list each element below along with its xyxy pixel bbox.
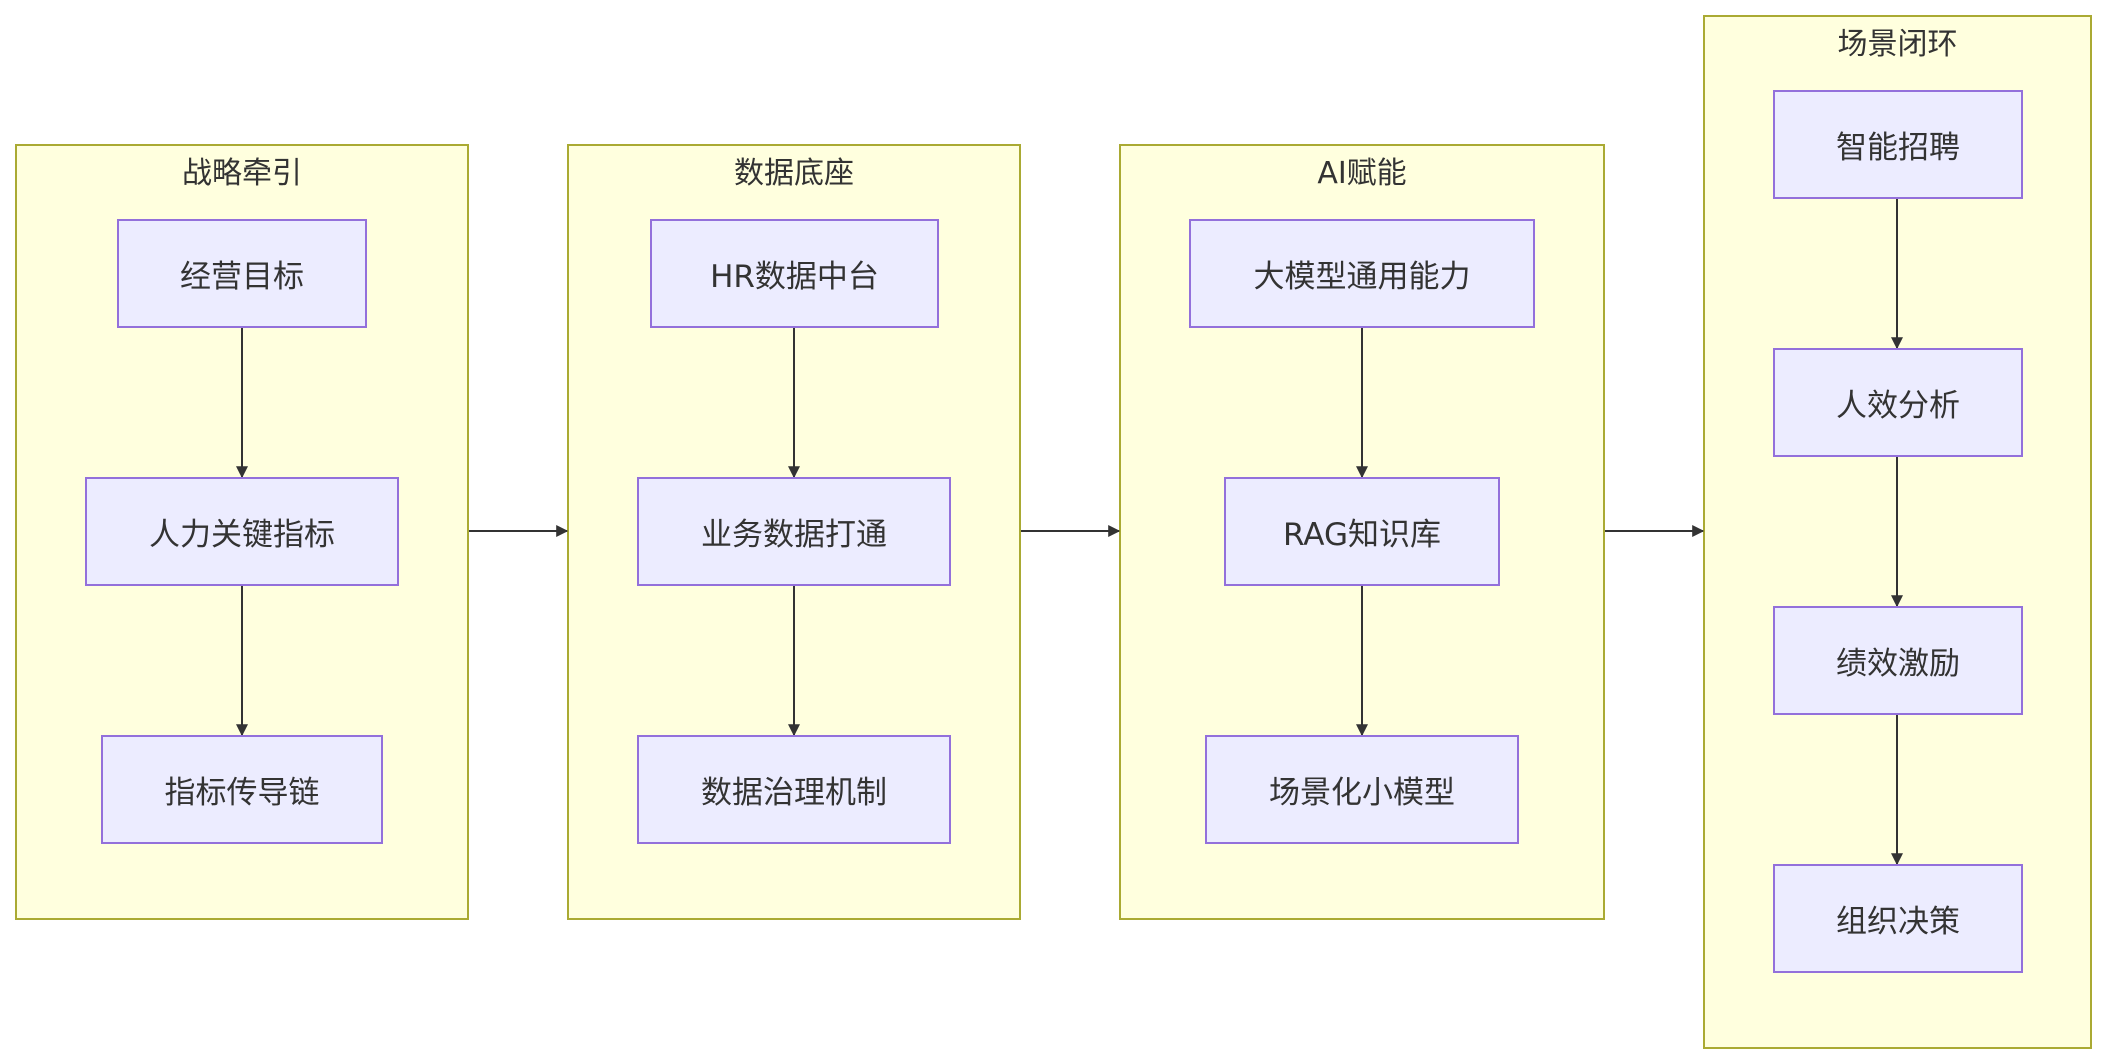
node-hr-data-platform: HR数据中台 bbox=[650, 219, 939, 328]
node-metric-chain: 指标传导链 bbox=[101, 735, 383, 844]
cluster-title: 场景闭环 bbox=[1837, 27, 1958, 62]
node-data-governance: 数据治理机制 bbox=[637, 735, 951, 844]
cluster-title: 战略牵引 bbox=[182, 156, 302, 191]
node-llm-general-capability: 大模型通用能力 bbox=[1189, 219, 1535, 328]
node-scenario-small-model: 场景化小模型 bbox=[1205, 735, 1519, 844]
cluster-title: AI赋能 bbox=[1317, 156, 1407, 191]
node-hr-key-metrics: 人力关键指标 bbox=[85, 477, 399, 586]
node-business-goal: 经营目标 bbox=[117, 219, 367, 328]
node-business-data-integration: 业务数据打通 bbox=[637, 477, 951, 586]
node-efficiency-analysis: 人效分析 bbox=[1773, 348, 2023, 457]
node-org-decision: 组织决策 bbox=[1773, 864, 2023, 973]
node-rag-knowledge-base: RAG知识库 bbox=[1224, 477, 1500, 586]
cluster-title: 数据底座 bbox=[734, 156, 854, 191]
node-performance-incentive: 绩效激励 bbox=[1773, 606, 2023, 715]
node-smart-recruiting: 智能招聘 bbox=[1773, 90, 2023, 199]
